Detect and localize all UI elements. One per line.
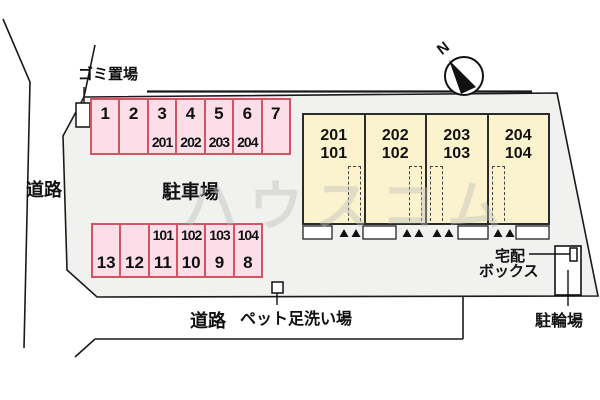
- garbage-box: [75, 102, 91, 128]
- parking-space: 3 201: [146, 98, 178, 155]
- delivery-box: [569, 247, 578, 262]
- entrance-markers: [339, 229, 515, 237]
- space-number: 11: [153, 253, 172, 272]
- parking-lot-label: 駐車場: [162, 182, 220, 203]
- porch: [362, 225, 397, 240]
- stair-dashed-outline: [491, 166, 505, 221]
- space-unit: 203: [208, 134, 230, 150]
- pet-wash-label: ペット足洗い場: [240, 311, 353, 328]
- north-compass-icon: [444, 56, 484, 96]
- space-unit: 102: [180, 227, 202, 243]
- space-unit: 103: [209, 227, 230, 243]
- space-number: 1: [100, 104, 110, 123]
- space-unit: 104: [237, 227, 259, 243]
- delivery-box-label-line1: 宅配: [495, 248, 526, 265]
- unit-number-upper: 202: [381, 127, 409, 144]
- bicycle-parking-label: 駐輪場: [535, 313, 584, 330]
- delivery-box-label-line2: ボックス: [479, 263, 539, 280]
- unit-number-lower: 103: [443, 144, 471, 162]
- space-number: 3: [157, 104, 167, 123]
- parking-space: 9 103: [204, 223, 235, 278]
- space-number: 7: [271, 104, 281, 123]
- bottom-road-edge: [74, 338, 463, 358]
- unit-number-upper: 204: [504, 127, 532, 144]
- space-number: 10: [181, 253, 201, 272]
- left-road-inner-line: [83, 44, 96, 98]
- parking-space: 2: [118, 98, 149, 155]
- left-road-outer-line: [2, 18, 31, 349]
- space-unit: 204: [237, 134, 258, 150]
- parking-row-bottom: 13 12 11 101 10 102 9 103 8 104: [91, 223, 263, 278]
- unit-number-upper: 201: [320, 127, 348, 144]
- unit-number-lower: 104: [504, 144, 532, 162]
- space-number: 2: [128, 104, 139, 123]
- unit-number-lower: 101: [320, 144, 348, 162]
- stair-dashed-outline: [347, 166, 361, 221]
- porch: [302, 225, 333, 240]
- stair-dashed-outline: [430, 166, 443, 221]
- parking-space: 11 101: [147, 223, 178, 278]
- space-number: 8: [243, 253, 253, 272]
- porch: [457, 225, 489, 240]
- parking-space: 1: [90, 98, 121, 155]
- space-number: 13: [96, 253, 116, 272]
- space-unit: 202: [180, 134, 201, 150]
- apartment-building: 201 101 202 102 203 103 204 104: [302, 113, 550, 225]
- parking-space: 13: [91, 223, 122, 278]
- space-number: 12: [125, 253, 144, 272]
- space-number: 5: [214, 104, 224, 123]
- space-unit: 201: [151, 134, 173, 150]
- space-number: 9: [214, 253, 225, 272]
- road-bottom-label: 道路: [190, 311, 226, 331]
- garbage-area-label: ゴミ置場: [78, 66, 139, 83]
- space-number: 4: [185, 104, 196, 123]
- pet-wash-box: [271, 281, 284, 294]
- building-unit: 202 102: [366, 115, 427, 223]
- parking-row-top: 1 2 3 201 4 202 5 203 6 204 7: [90, 98, 291, 155]
- parking-space: 8 104: [232, 223, 263, 278]
- parking-space: 7: [260, 98, 291, 155]
- stair-dashed-outline: [409, 166, 422, 221]
- space-unit: 101: [152, 227, 174, 243]
- building-unit: 204 104: [489, 115, 549, 223]
- parking-space: 5 203: [203, 98, 235, 155]
- unit-number-lower: 102: [381, 144, 409, 162]
- space-number: 6: [242, 104, 253, 123]
- parking-space: 6 204: [232, 98, 263, 155]
- parking-space: 12: [119, 223, 150, 278]
- building-unit: 203 103: [427, 115, 489, 223]
- road-left-label: 道路: [26, 180, 62, 200]
- parking-space: 4 202: [175, 98, 206, 155]
- building-unit: 201 101: [304, 115, 366, 223]
- unit-number-upper: 203: [443, 127, 471, 144]
- porch: [515, 225, 550, 240]
- parking-space: 10 102: [175, 223, 207, 278]
